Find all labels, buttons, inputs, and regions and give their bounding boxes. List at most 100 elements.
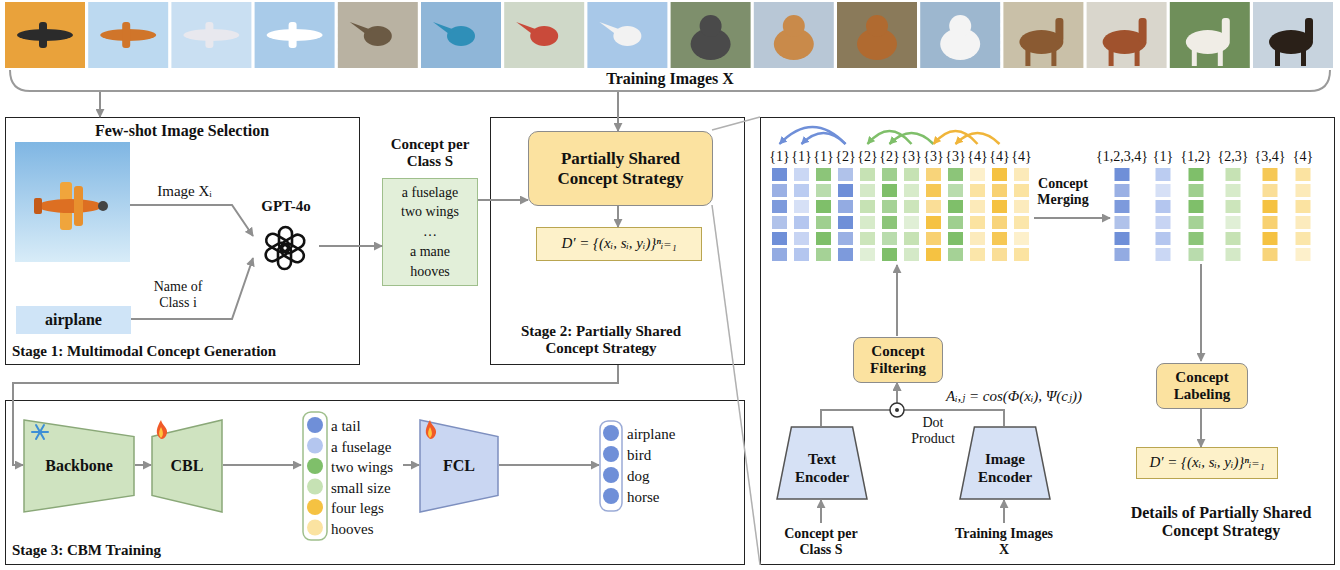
node-label: Concept Filtering [860, 343, 936, 378]
text-holder: {3} [944, 147, 968, 165]
text-holder: two wings [331, 458, 403, 476]
training-photo [1087, 2, 1167, 68]
zoom-line [712, 117, 760, 130]
photo-subject [1218, 50, 1223, 66]
matrix-cell [904, 184, 919, 197]
node-label: a tail [331, 418, 361, 435]
zoom-line [712, 205, 760, 565]
matrix-cell [860, 216, 875, 229]
gpt-node: GPT-4o [253, 197, 319, 275]
matrix-cell [772, 248, 787, 261]
matrix-cell [882, 248, 897, 261]
matrix-cell [838, 248, 853, 261]
node-label: Backbone [45, 457, 113, 475]
node-label: Details of Partially Shared Concept Stra… [1111, 504, 1331, 541]
connector-arrow [223, 464, 301, 466]
shape-fill [777, 427, 867, 499]
matrix-cell [882, 184, 897, 197]
concept-dot [307, 438, 323, 454]
process-box: Concept Labeling [1156, 363, 1248, 409]
matrix-cell [1115, 184, 1130, 197]
matrix-cell [904, 168, 919, 181]
annotation-label: {4} [967, 149, 987, 165]
photo-sky [15, 142, 130, 262]
concept-dot [307, 499, 323, 515]
node-label: hooves [331, 521, 374, 538]
matrix-cell [1226, 168, 1241, 181]
text-holder: Stage 3: CBM Training [12, 541, 412, 559]
class-column-outline [600, 421, 622, 511]
text-holder: small size [331, 479, 403, 497]
merge-arc [956, 133, 1000, 144]
photo-subject [1305, 18, 1313, 42]
matrix-cell [992, 184, 1007, 197]
photo-subject [949, 15, 971, 37]
annotation-label: {3} [923, 149, 943, 165]
matrix-cell [838, 184, 853, 197]
connector-arrow [499, 464, 599, 466]
matrix-cell [926, 184, 941, 197]
flame-inner [159, 427, 163, 438]
photo-subject [1222, 18, 1230, 42]
annotation-label: {2,3} [1218, 149, 1249, 165]
matrix-cell [970, 168, 985, 181]
matrix-cell [882, 232, 897, 245]
text-holder: {3,4} [1240, 147, 1300, 165]
matrix-cell [1296, 168, 1311, 181]
matrix-cell [948, 248, 963, 261]
annotation-label: {1} [791, 149, 811, 165]
annotation-label: Training Images X [954, 526, 1054, 558]
photo-subject [516, 22, 538, 34]
text-holder: Aᵢ,ⱼ = cos(Φ(xᵢ), Ψ(cⱼ)) [946, 387, 1136, 405]
matrix-cell [904, 200, 919, 213]
photo-subject [1275, 50, 1280, 66]
matrix-cell [1189, 216, 1204, 229]
annotation-label: Image Xᵢ [157, 183, 212, 200]
photo-subject [1025, 50, 1030, 66]
strategy-box: Partially Shared Concept Strategy [528, 131, 713, 206]
connector-arrow [319, 245, 382, 247]
plane-body [38, 199, 102, 213]
node-label: hooves [410, 264, 450, 280]
merge-arc [890, 133, 934, 144]
concept-list-box: Concept per Class Sa fuselagetwo wings…a… [382, 136, 478, 286]
class-name-box: airplane [16, 306, 131, 334]
node-label: four legs [331, 500, 384, 517]
flame-inner [428, 427, 432, 438]
concept-dot [307, 417, 323, 433]
matrix-cell [1014, 216, 1029, 229]
connector-arrow [1200, 409, 1202, 447]
node-label: two wings [331, 459, 393, 476]
node-label: dog [627, 468, 650, 485]
matrix-cell [794, 200, 809, 213]
node-label: Concept per Class S [382, 136, 478, 171]
matrix-cell [1189, 184, 1204, 197]
matrix-cell [860, 168, 875, 181]
encoder-trapezoid: Text Encoder [776, 426, 868, 500]
matrix-cell [970, 248, 985, 261]
formula-box: D′ = {(xᵢ, sᵢ, yᵢ)}ⁿᵢ₌₁ [536, 227, 702, 261]
training-photo [504, 2, 584, 68]
text-holder: Details of Partially Shared Concept Stra… [1111, 504, 1331, 541]
group-separator [335, 2, 337, 68]
text-holder: {1,2,3,4} [1092, 147, 1152, 165]
text-holder: Few-shot Image Selection [6, 122, 358, 140]
matrix-cell [1296, 184, 1311, 197]
node-label: Training Images X [601, 70, 739, 88]
text-holder: a tail [331, 417, 403, 435]
text-holder: {2} [856, 147, 880, 165]
text-holder: {3} [900, 147, 924, 165]
node-label: two wings [401, 204, 459, 220]
text-holder: {2} [878, 147, 902, 165]
matrix-cell [1156, 200, 1171, 213]
bracket [10, 70, 1330, 91]
text-holder: a fuselage [331, 438, 403, 456]
text-holder: {1} [790, 147, 814, 165]
node-label: Stage 2: Partially Shared Concept Strate… [501, 323, 701, 358]
training-photo [171, 2, 251, 68]
matrix-cell [794, 232, 809, 245]
node-label: small size [331, 480, 391, 497]
plane-wing [74, 186, 83, 226]
matrix-cell [1263, 216, 1278, 229]
